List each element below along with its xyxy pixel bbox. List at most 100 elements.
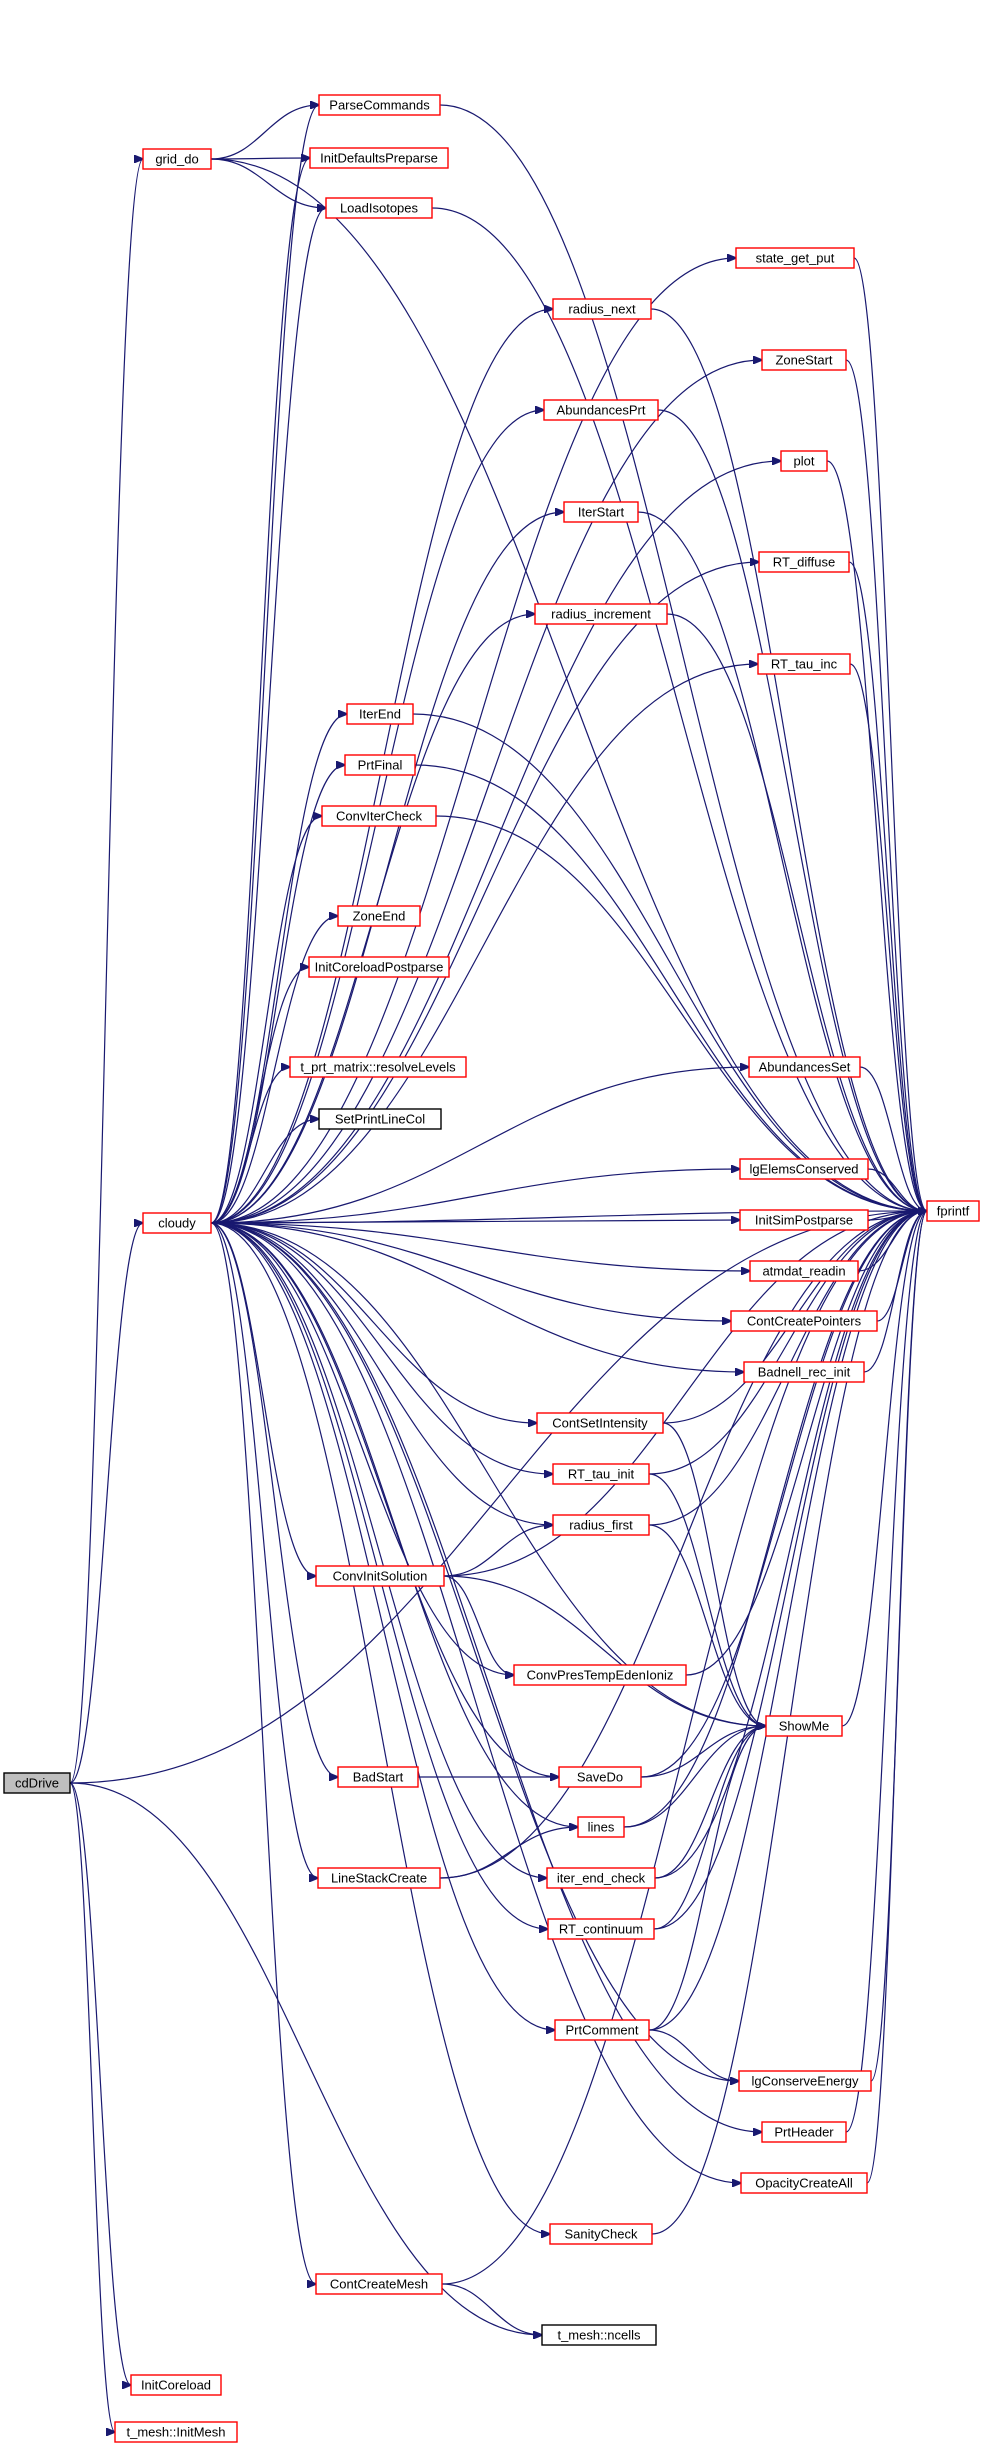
node-box: [739, 1209, 869, 1231]
edge-cloudy-to-rt-tau-init: [210, 1222, 553, 1474]
node-initdefaultspreparse[interactable]: InitDefaultsPreparse: [309, 147, 449, 169]
node-abundancesset[interactable]: AbundancesSet: [748, 1056, 861, 1078]
node-convinitsolution[interactable]: ConvInitSolution: [315, 1565, 445, 1587]
node-radius-next[interactable]: radius_next: [552, 298, 652, 320]
node-box: [549, 2223, 653, 2245]
edge-cloudy-to-zoneend: [210, 916, 338, 1224]
edge-cloudy-to-contcreatepointers: [210, 1222, 731, 1321]
node-showme[interactable]: ShowMe: [765, 1715, 843, 1737]
node-iterend[interactable]: IterEnd: [346, 703, 414, 725]
edge-badnell-rec-init-to-fprintf: [863, 1211, 927, 1373]
node-box: [780, 450, 828, 472]
node-label: iter_end_check: [557, 1871, 646, 1886]
node-loadisotopes[interactable]: LoadIsotopes: [325, 197, 433, 219]
node-zoneend[interactable]: ZoneEnd: [337, 905, 421, 927]
node-label: ConvIterCheck: [336, 809, 422, 824]
node-contcreatemesh[interactable]: ContCreateMesh: [315, 2273, 443, 2295]
edge-parsecommands-to-fprintf: [439, 104, 927, 1211]
node-badnell-rec-init[interactable]: Badnell_rec_init: [743, 1361, 865, 1383]
node-radius-increment[interactable]: radius_increment: [534, 603, 668, 625]
node-label: lgElemsConserved: [749, 1162, 858, 1177]
edge-contsetintensity-to-showme: [662, 1422, 766, 1726]
edge-prtfinal-to-fprintf: [414, 764, 927, 1211]
edge-savedo-to-showme: [640, 1726, 766, 1778]
node-box: [315, 1565, 445, 1587]
node-label: RT_continuum: [559, 1922, 643, 1937]
node-initsimpostparse[interactable]: InitSimPostparse: [739, 1209, 869, 1231]
node-label: SaveDo: [577, 1770, 623, 1785]
node-prtcomment[interactable]: PrtComment: [554, 2019, 650, 2041]
node-fprintf[interactable]: fprintf: [926, 1200, 980, 1222]
node-radius-first[interactable]: radius_first: [552, 1514, 650, 1536]
edge-rt-tau-init-to-showme: [648, 1473, 766, 1726]
edge-cloudy-to-rt-tau-inc: [210, 664, 758, 1224]
node-t-mesh-initmesh[interactable]: t_mesh::InitMesh: [114, 2421, 238, 2443]
node-prtheader[interactable]: PrtHeader: [761, 2121, 847, 2143]
edge-rt-continuum-to-fprintf: [653, 1211, 927, 1930]
node-label: SanityCheck: [565, 2227, 638, 2242]
node-box: [735, 247, 855, 269]
node-parsecommands[interactable]: ParseCommands: [318, 94, 441, 116]
node-prtfinal[interactable]: PrtFinal: [344, 754, 416, 776]
edge-loadisotopes-to-fprintf: [431, 207, 927, 1211]
node-contsetintensity[interactable]: ContSetIntensity: [536, 1412, 664, 1434]
node-box: [765, 1715, 843, 1737]
node-grid-do[interactable]: grid_do: [142, 148, 212, 170]
edge-cloudy-to-badnell-rec-init: [210, 1222, 744, 1372]
node-contcreatepointers[interactable]: ContCreatePointers: [730, 1310, 878, 1332]
node-badstart[interactable]: BadStart: [337, 1766, 419, 1788]
edge-lines-to-fprintf: [623, 1211, 927, 1828]
node-label: RT_tau_inc: [771, 657, 838, 672]
edge-convinitsolution-to-convprestempedenioniz: [443, 1575, 514, 1675]
node-rt-tau-inc[interactable]: RT_tau_inc: [757, 653, 851, 675]
node-convitercheck[interactable]: ConvIterCheck: [321, 805, 437, 827]
node-lgelemsconserved[interactable]: lgElemsConserved: [739, 1158, 869, 1180]
edge-state-get-put-to-fprintf: [853, 257, 927, 1211]
edge-convprestempedenioniz-to-fprintf: [685, 1211, 927, 1676]
node-opacitycreateall[interactable]: OpacityCreateAll: [740, 2172, 868, 2194]
node-label: LoadIsotopes: [340, 201, 419, 216]
node-lgconserveenergy[interactable]: lgConserveEnergy: [738, 2070, 872, 2092]
node-label: LineStackCreate: [331, 1871, 427, 1886]
node-label: fprintf: [937, 1204, 970, 1219]
edge-rt-tau-inc-to-fprintf: [849, 663, 927, 1211]
node-label: ConvInitSolution: [333, 1569, 428, 1584]
node-setprintlinecol: SetPrintLineCol: [318, 1108, 442, 1130]
edge-cloudy-to-loadisotopes: [210, 208, 326, 1224]
node-atmdat-readin[interactable]: atmdat_readin: [749, 1260, 859, 1282]
node-iter-end-check[interactable]: iter_end_check: [546, 1867, 656, 1889]
node-rt-continuum[interactable]: RT_continuum: [547, 1918, 655, 1940]
edge-abundancesprt-to-fprintf: [657, 409, 927, 1211]
node-state-get-put[interactable]: state_get_put: [735, 247, 855, 269]
node-label: lines: [588, 1820, 615, 1835]
node-iterstart[interactable]: IterStart: [563, 501, 639, 523]
node-t-prt-matrix-resolvelevels[interactable]: t_prt_matrix::resolveLevels: [289, 1056, 467, 1078]
node-rt-tau-init[interactable]: RT_tau_init: [552, 1463, 650, 1485]
node-initcoreloadpostparse[interactable]: InitCoreloadPostparse: [308, 956, 450, 978]
node-box: [130, 2374, 222, 2396]
edge-cloudy-to-t-prt-matrix-resolvelevels: [210, 1067, 290, 1224]
node-abundancesprt[interactable]: AbundancesPrt: [543, 399, 659, 421]
node-sanitycheck[interactable]: SanityCheck: [549, 2223, 653, 2245]
node-plot[interactable]: plot: [780, 450, 828, 472]
node-convprestempedenioniz[interactable]: ConvPresTempEdenIoniz: [513, 1664, 687, 1686]
node-linestackcreate[interactable]: LineStackCreate: [317, 1867, 441, 1889]
edge-prtcomment-to-showme: [648, 1726, 766, 2031]
node-label: atmdat_readin: [762, 1264, 845, 1279]
node-box: [289, 1056, 467, 1078]
node-initcoreload[interactable]: InitCoreload: [130, 2374, 222, 2396]
node-lines[interactable]: lines: [577, 1816, 625, 1838]
node-label: t_prt_matrix::resolveLevels: [300, 1060, 456, 1075]
node-box: [558, 1766, 642, 1788]
node-rt-diffuse[interactable]: RT_diffuse: [758, 551, 850, 573]
node-label: grid_do: [155, 152, 198, 167]
node-t-mesh-ncells: t_mesh::ncells: [541, 2324, 657, 2346]
node-savedo[interactable]: SaveDo: [558, 1766, 642, 1788]
node-label: InitCoreloadPostparse: [315, 960, 444, 975]
node-cloudy[interactable]: cloudy: [142, 1212, 212, 1234]
edge-cddrive-to-fprintf: [69, 1211, 927, 1784]
node-label: ConvPresTempEdenIoniz: [527, 1668, 674, 1683]
node-zonestart[interactable]: ZoneStart: [761, 349, 847, 371]
node-label: BadStart: [353, 1770, 404, 1785]
